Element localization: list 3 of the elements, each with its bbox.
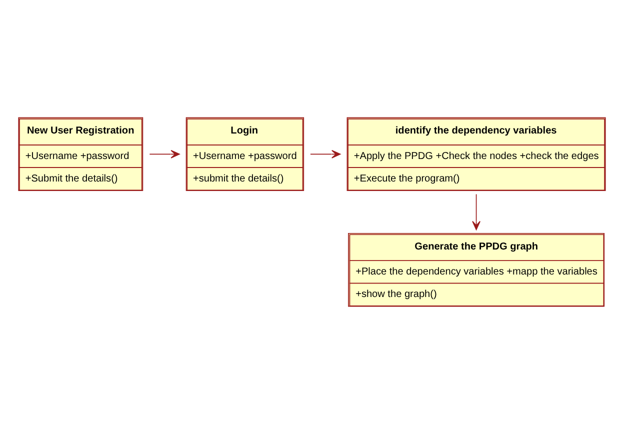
arrow (310, 149, 341, 158)
arrow (149, 149, 180, 158)
arrow (472, 193, 480, 230)
